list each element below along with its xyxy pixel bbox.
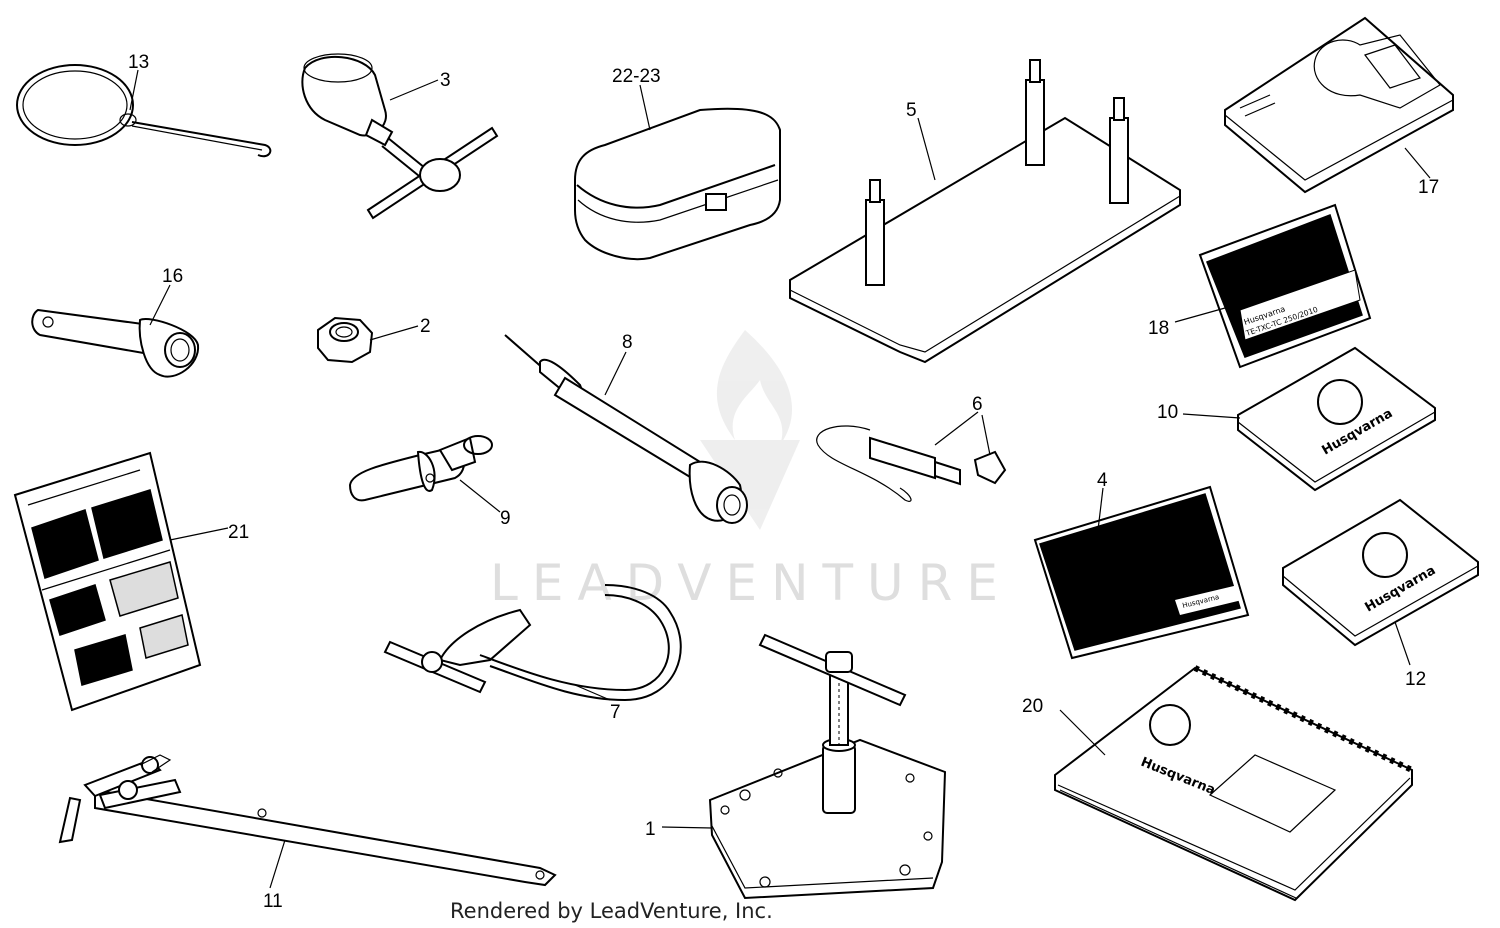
leader-4 xyxy=(1097,487,1104,531)
leader-8 xyxy=(604,351,627,396)
part-4-manual-book[interactable]: Husqvarna xyxy=(1033,485,1250,660)
callout-10: 10 xyxy=(1157,402,1178,423)
leader-3 xyxy=(389,79,439,101)
leader-6b xyxy=(981,414,991,456)
callout-2: 2 xyxy=(420,316,431,337)
part-18-owners-manual[interactable]: Husqvarna TE-TXC-TC 250/2010 xyxy=(1198,203,1372,369)
callout-5: 5 xyxy=(906,100,917,121)
part-11-holding-bar[interactable] xyxy=(58,754,557,887)
leader-22-23 xyxy=(639,84,651,131)
callout-7: 7 xyxy=(610,702,621,723)
part-5-stand-plate[interactable] xyxy=(789,59,1181,364)
watermark-text: LEADVENTURE xyxy=(490,554,1012,612)
part-8-extractor-tool[interactable] xyxy=(504,334,748,524)
callout-9: 9 xyxy=(500,508,511,529)
leader-12 xyxy=(1394,621,1411,666)
callout-16: 16 xyxy=(162,266,183,287)
callout-12: 12 xyxy=(1405,669,1426,690)
part-2-nut[interactable] xyxy=(317,316,374,364)
leader-21 xyxy=(169,527,229,541)
part-10-manual-box[interactable]: Husqvarna xyxy=(1237,346,1436,492)
leader-7 xyxy=(574,684,611,701)
leader-1 xyxy=(661,826,713,829)
callout-11: 11 xyxy=(263,891,283,912)
callout-17: 17 xyxy=(1418,177,1439,198)
leader-20 xyxy=(1059,709,1106,756)
part-9-key-pouch[interactable] xyxy=(348,435,493,502)
part-13-ring-hook[interactable] xyxy=(16,64,272,158)
callout-22-23: 22-23 xyxy=(612,66,661,87)
leader-9 xyxy=(459,479,501,513)
callout-13: 13 xyxy=(128,52,149,73)
leader-16 xyxy=(149,284,171,326)
part-7-bent-tool[interactable] xyxy=(383,584,682,702)
footer-text: Rendered by LeadVenture, Inc. xyxy=(450,899,773,923)
callout-20: 20 xyxy=(1022,696,1043,717)
part-1-press-plate[interactable] xyxy=(708,633,947,900)
watermark-logo-icon xyxy=(700,330,800,530)
part-12-manual-box[interactable]: Husqvarna xyxy=(1282,498,1479,647)
callout-3: 3 xyxy=(440,70,451,91)
leader-5 xyxy=(917,117,936,181)
part-20-spiral-manual[interactable]: Husqvarna xyxy=(1054,665,1414,902)
leader-2 xyxy=(369,325,419,341)
callout-1: 1 xyxy=(645,819,656,840)
part-22-23-tool-box[interactable] xyxy=(574,107,781,261)
part-3-puller-tool[interactable] xyxy=(301,53,499,220)
part-6-usb-stick[interactable] xyxy=(816,425,1007,502)
part-17-manual-box[interactable] xyxy=(1224,16,1454,194)
part-21-instruction-sheet[interactable] xyxy=(13,451,202,712)
leader-11 xyxy=(269,839,286,889)
callout-8: 8 xyxy=(622,332,633,353)
leader-18 xyxy=(1174,307,1226,323)
leader-17 xyxy=(1404,147,1431,179)
leader-13 xyxy=(129,69,139,111)
leader-6a xyxy=(934,411,979,446)
callout-4: 4 xyxy=(1097,470,1108,491)
part-16-socket-wrench[interactable] xyxy=(31,308,200,378)
callout-21: 21 xyxy=(228,522,249,543)
leader-10 xyxy=(1182,413,1241,419)
callout-6: 6 xyxy=(972,394,983,415)
callout-18: 18 xyxy=(1148,318,1169,339)
